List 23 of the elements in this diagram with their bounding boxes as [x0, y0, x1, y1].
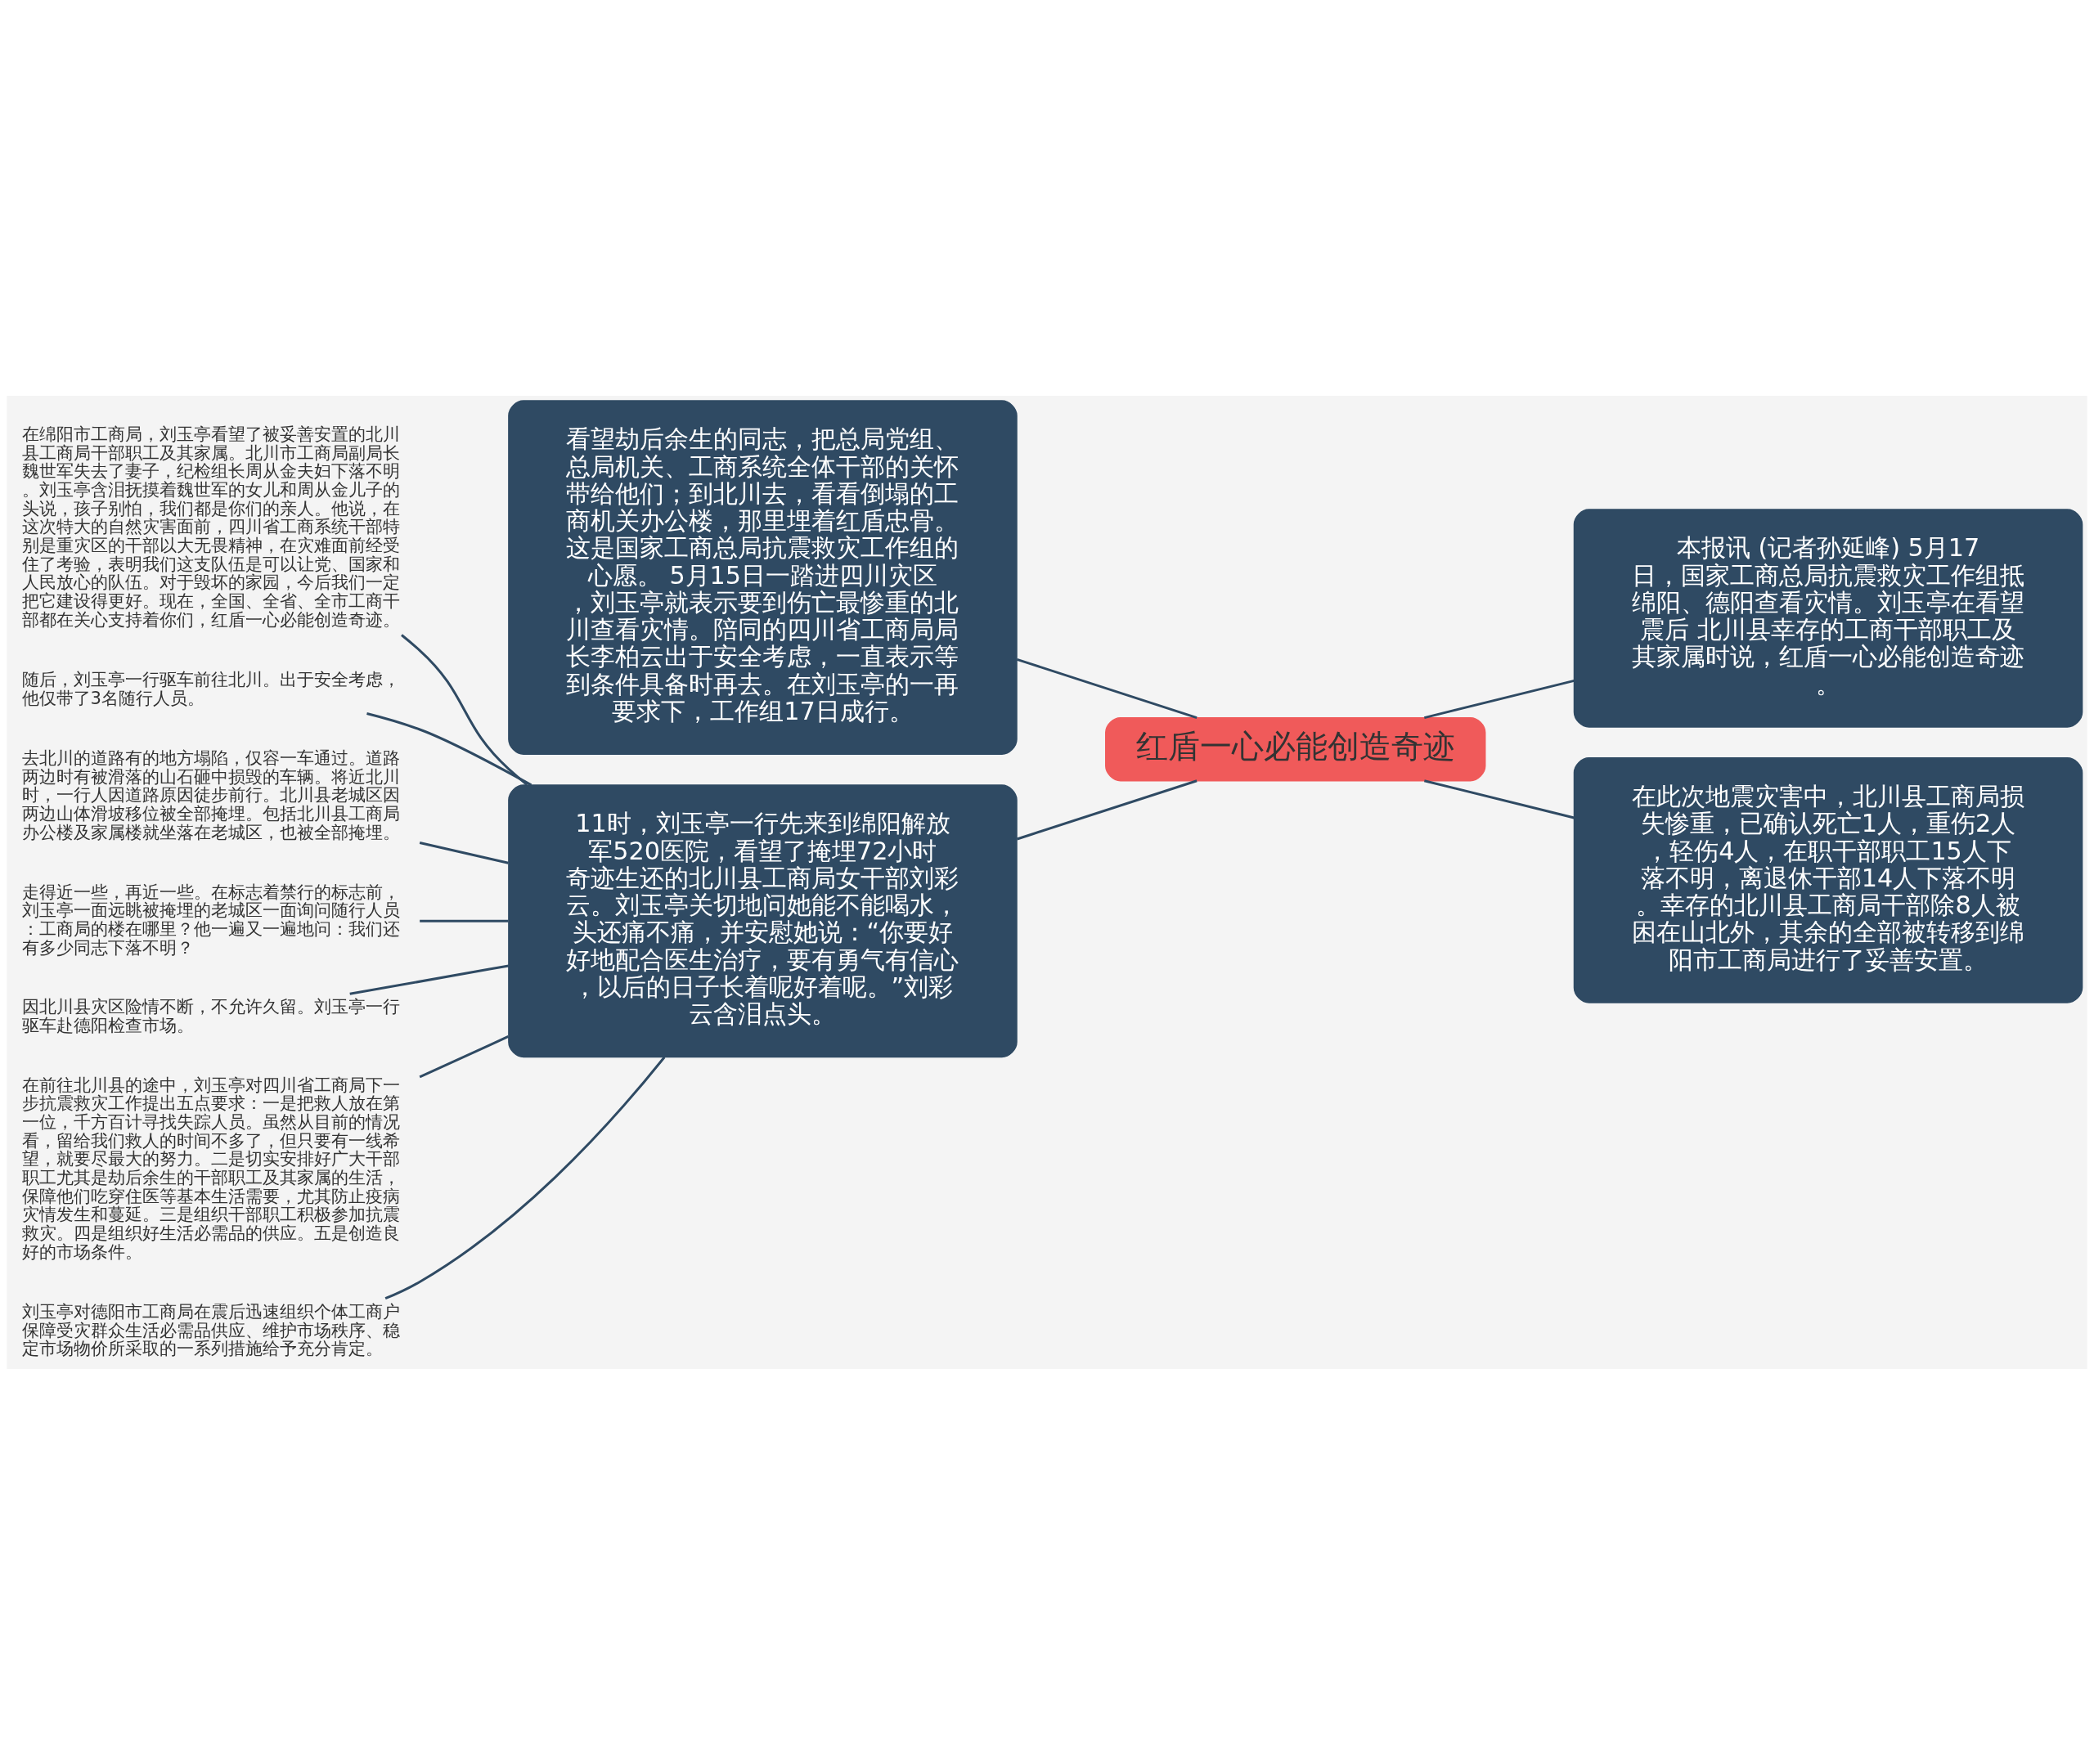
connector — [419, 1035, 510, 1078]
node-text: 因北川县灾区险情不断，不允许久留。刘玉亭一行驱车赴德阳检查市场。 — [21, 995, 400, 1035]
node-box: 11时，刘玉亭一行先来到绵阳解放军520医院，看望了掩埋72小时奇迹生还的北川县工商局女干部刘彩云。刘玉亭关切地问她能不能喝水，头还痛不痛，并安慰她说：“你要好好地配合医生治疗，要有勇气有信心，以后的日子长着呢好着呢。”刘彩云含泪点头。 — [508, 783, 1018, 1057]
node-text: 走得近一些，再近一些。在标志着禁行的标志前，刘玉亭一面远眺被掩埋的老城区一面询问随行人员：工商局的楼在哪里？他一遍又一遍地问：我们还有多少同志下落不明？ — [21, 881, 400, 958]
connector — [384, 1056, 666, 1299]
connector — [1016, 658, 1198, 719]
connector — [1424, 679, 1575, 719]
connector — [349, 963, 510, 995]
connector — [419, 841, 509, 864]
node-box: 在此次地震灾害中，北川县工商局损失惨重，已确认死亡1人，重伤2人，轻伤4人，在职干部职工15人下落不明，离退休干部14人下落不明。幸存的北川县工商局干部除8人被困在山北外，其余的全部被转移到绵阳市工商局进行了妥善安置。 — [1573, 756, 2083, 1003]
node-box: 看望劫后余生的同志，把总局党组、总局机关、工商系统全体干部的关怀带给他们；到北川去，看看倒塌的工商机关办公楼，那里埋着红盾忠骨。这是国家工商总局抗震救灾工作组的心愿。 5月15日一踏进四川灾区，刘玉亭就表示要到伤亡最惨重的北川查看灾情。陪同的四川省工商局局长李柏云出于安全考虑，一直表示等到条件具备时再去。在刘玉亭的一再要求下，工作组17日成行。 — [508, 399, 1018, 755]
node-text: 随后，刘玉亭一行驱车前往北川。出于安全考虑，他仅带了3名随行人员。 — [21, 668, 400, 708]
node-box: 红盾一心必能创造奇迹 — [1105, 716, 1486, 781]
connector — [420, 919, 509, 922]
connector — [1423, 779, 1575, 819]
connector — [366, 711, 532, 786]
node-text: 在绵阳市工商局，刘玉亭看望了被妥善安置的北川县工商局干部职工及其家属。北川市工商局副局长魏世军失去了妻子，纪检组长周从金夫妇下落不明。刘玉亭含泪抚摸着魏世军的女儿和周从金儿子的头说，孩子别怕，我们都是你们的亲人。他说，在这次特大的自然灾害面前，四川省工商系统干部特别是重灾区的干部以大无畏精神，在灾难面前经受住了考验，表明我们这支队伍是可以让党、国家和人民放心的队伍。对于毁坏的家园，今后我们一定把它建设得更好。现在，全国、全省、全市工商干部都在关心支持着你们，红盾一心必能创造奇迹。 — [21, 423, 400, 630]
node-text: 去北川的道路有的地方塌陷，仅容一车通过。道路两边时有被滑落的山石砸中损毁的车辆。将近北川时，一行人因道路原因徒步前行。北川县老城区因两边山体滑坡移位被全部掩埋。包括北川县工商局办公楼及家属楼就坐落在老城区，也被全部掩埋。 — [21, 747, 400, 842]
connector — [1016, 779, 1198, 840]
connector — [401, 633, 528, 786]
node-text: 在前往北川县的途中，刘玉亭对四川省工商局下一步抗震救灾工作提出五点要求：一是把救人放在第一位，千方百计寻找失踪人员。虽然从目前的情况看，留给我们救人的时间不多了，但只要有一线希望，就要尽最大的努力。二是切实安排好广大干部职工尤其是劫后余生的干部职工及其家属的生活，保障他们吃穿住医等基本生活需要，尤其防止疫病灾情发生和蔓延。三是组织干部职工积极参加抗震救灾。四是组织好生活必需品的供应。五是创造良好的市场条件。 — [21, 1074, 400, 1262]
node-box: 本报讯 (记者孙延峰) 5月17日，国家工商总局抗震救灾工作组抵绵阳、德阳查看灾情。刘玉亭在看望震后 北川县幸存的工商干部职工及其家属时说，红盾一心必能创造奇迹。 — [1573, 508, 2083, 728]
node-text: 刘玉亭对德阳市工商局在震后迅速组织个体工商户保障受灾群众生活必需品供应、维护市场秩序、稳定市场物价所采取的一系列措施给予充分肯定。 — [21, 1300, 400, 1358]
